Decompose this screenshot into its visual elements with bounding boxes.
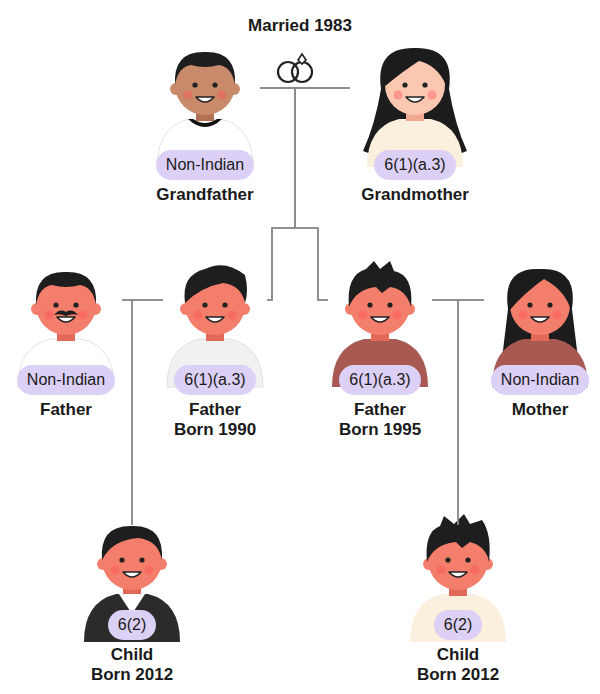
family-line <box>295 88 350 300</box>
person-node: 6(1)(a.3) Father Born 1995 <box>328 270 432 440</box>
status-badge: 6(2) <box>434 610 482 640</box>
status-badge: Non-Indian <box>491 365 589 395</box>
wedding-rings <box>278 54 312 82</box>
person-label: Grandfather <box>156 185 253 205</box>
person-node: Non-IndianGrandfather <box>150 45 260 205</box>
family-line <box>432 300 458 525</box>
status-badge: Non-Indian <box>17 365 115 395</box>
person-node: 6(2) Child Born 2012 <box>403 525 513 685</box>
person-node: 6(2) Child Born 2012 <box>77 525 187 685</box>
person-label: Father <box>40 400 92 420</box>
person-node: Non-IndianMother <box>484 270 596 420</box>
family-line <box>132 300 163 525</box>
person-label: Father Born 1990 <box>172 400 258 440</box>
person-label: Child Born 2012 <box>89 645 175 685</box>
family-line <box>458 300 484 525</box>
family-line <box>267 88 350 300</box>
child-avatar <box>410 514 506 642</box>
family-line <box>260 88 295 300</box>
person-node: Non-IndianFather <box>10 270 122 420</box>
diagram-title: Married 1983 <box>0 15 600 37</box>
status-badge: 6(1)(a.3) <box>374 150 455 180</box>
status-badge: 6(1)(a.3) <box>339 365 420 395</box>
status-badge: Non-Indian <box>156 150 254 180</box>
person-label: Father Born 1995 <box>337 400 423 440</box>
status-badge: 6(1)(a.3) <box>174 365 255 395</box>
status-badge: 6(2) <box>108 610 156 640</box>
person-label: Mother <box>512 400 569 420</box>
person-label: Child Born 2012 <box>415 645 501 685</box>
person-node: 6(1)(a.3) Father Born 1990 <box>163 270 267 440</box>
family-line <box>122 300 132 525</box>
person-node: 6(1)(a.3) Grandmother <box>350 45 480 205</box>
child-avatar <box>84 526 180 642</box>
person-label: Grandmother <box>361 185 469 205</box>
